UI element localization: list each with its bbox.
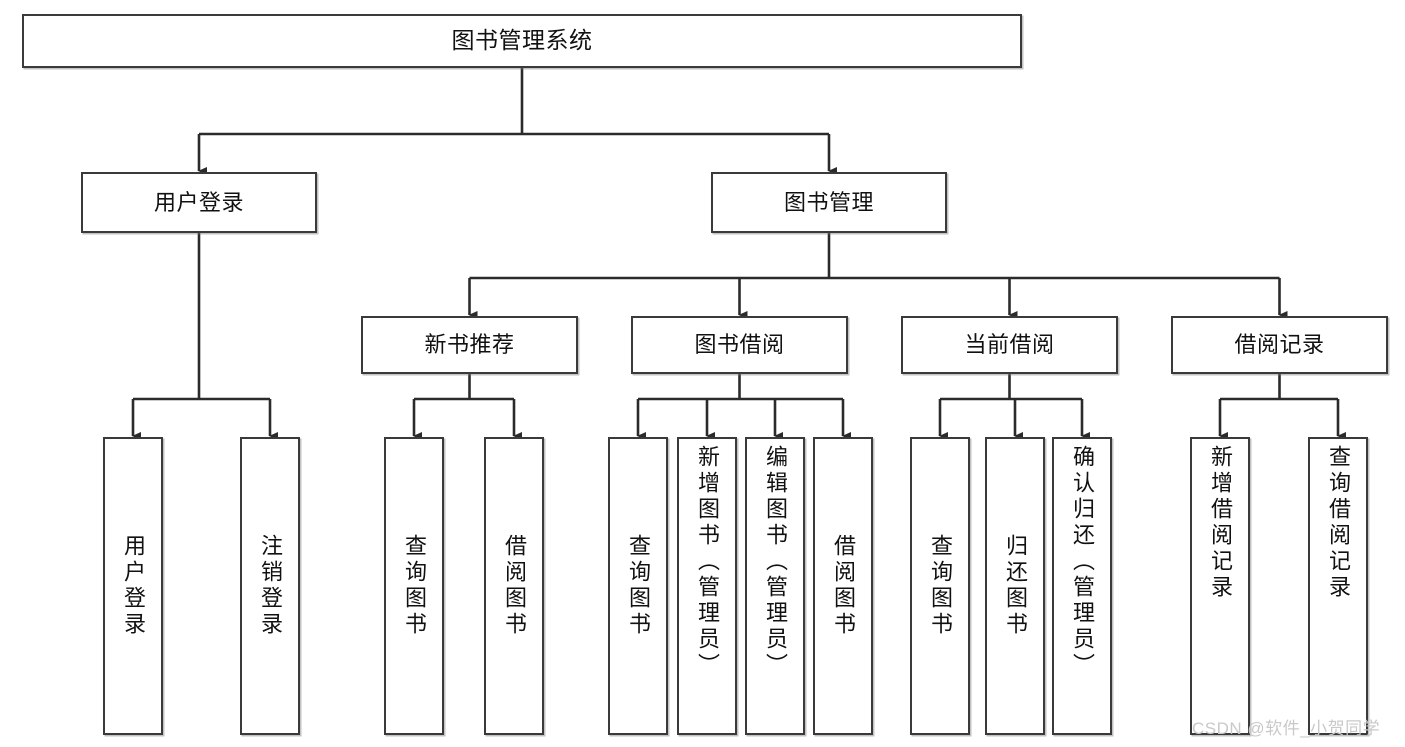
node-label-leaf-bb-edit-book: 编辑图书（管理员） — [763, 445, 788, 679]
node-book-borrow[interactable]: 图书借阅 — [631, 316, 848, 374]
node-new-book-rec[interactable]: 新书推荐 — [361, 316, 578, 374]
node-leaf-rec-borrow-book[interactable]: 借阅图书 — [484, 437, 544, 735]
node-label-leaf-cb-confirm-return: 确认归还（管理员） — [1070, 445, 1095, 679]
node-leaf-rec-query-book[interactable]: 查询图书 — [384, 437, 444, 735]
node-leaf-cb-confirm-return[interactable]: 确认归还（管理员） — [1052, 437, 1112, 735]
node-label-leaf-user-login: 用户登录 — [121, 534, 146, 638]
node-root[interactable]: 图书管理系统 — [22, 14, 1022, 68]
node-current-borrow[interactable]: 当前借阅 — [901, 316, 1118, 374]
node-leaf-bb-query-book[interactable]: 查询图书 — [608, 437, 668, 735]
node-leaf-bb-edit-book[interactable]: 编辑图书（管理员） — [745, 437, 805, 735]
node-label-current-borrow: 当前借阅 — [964, 332, 1055, 358]
node-leaf-bb-borrow-book[interactable]: 借阅图书 — [813, 437, 873, 735]
node-label-user-login: 用户登录 — [153, 189, 244, 215]
node-book-manage[interactable]: 图书管理 — [711, 172, 947, 233]
node-label-leaf-br-add-record: 新增借阅记录 — [1208, 445, 1233, 601]
node-user-login[interactable]: 用户登录 — [81, 172, 317, 233]
node-label-leaf-user-logout: 注销登录 — [258, 534, 283, 638]
node-leaf-br-query-record[interactable]: 查询借阅记录 — [1308, 437, 1368, 735]
node-label-leaf-cb-query-book: 查询图书 — [928, 534, 953, 638]
node-leaf-bb-add-book[interactable]: 新增图书（管理员） — [677, 437, 737, 735]
node-label-book-borrow: 图书借阅 — [694, 332, 785, 358]
node-label-leaf-rec-query-book: 查询图书 — [402, 534, 427, 638]
node-leaf-cb-query-book[interactable]: 查询图书 — [910, 437, 970, 735]
node-label-new-book-rec: 新书推荐 — [424, 332, 515, 358]
node-leaf-user-login[interactable]: 用户登录 — [103, 437, 163, 735]
node-leaf-cb-return-book[interactable]: 归还图书 — [985, 437, 1045, 735]
edge-group — [131, 68, 1346, 440]
node-label-leaf-cb-return-book: 归还图书 — [1003, 534, 1028, 638]
node-leaf-user-logout[interactable]: 注销登录 — [240, 437, 300, 735]
node-label-root: 图书管理系统 — [451, 27, 593, 54]
node-borrow-record[interactable]: 借阅记录 — [1171, 316, 1388, 374]
node-label-borrow-record: 借阅记录 — [1234, 332, 1325, 358]
node-label-leaf-bb-borrow-book: 借阅图书 — [831, 534, 856, 638]
node-label-leaf-bb-query-book: 查询图书 — [626, 534, 651, 638]
node-label-leaf-bb-add-book: 新增图书（管理员） — [695, 445, 720, 679]
node-label-leaf-br-query-record: 查询借阅记录 — [1326, 445, 1351, 601]
node-label-leaf-rec-borrow-book: 借阅图书 — [502, 534, 527, 638]
node-leaf-br-add-record[interactable]: 新增借阅记录 — [1190, 437, 1250, 735]
node-label-book-manage: 图书管理 — [783, 189, 874, 215]
